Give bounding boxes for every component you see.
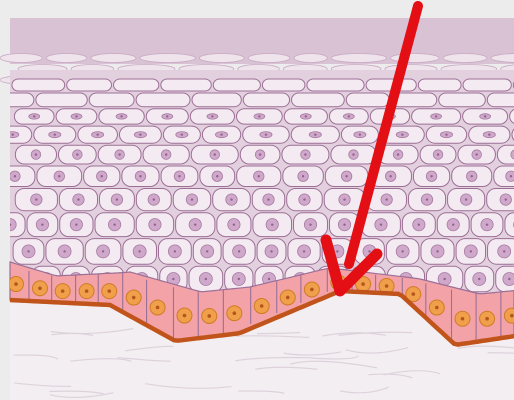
epithelium-diagram bbox=[0, 0, 514, 400]
epithelium-illustration bbox=[0, 0, 514, 400]
